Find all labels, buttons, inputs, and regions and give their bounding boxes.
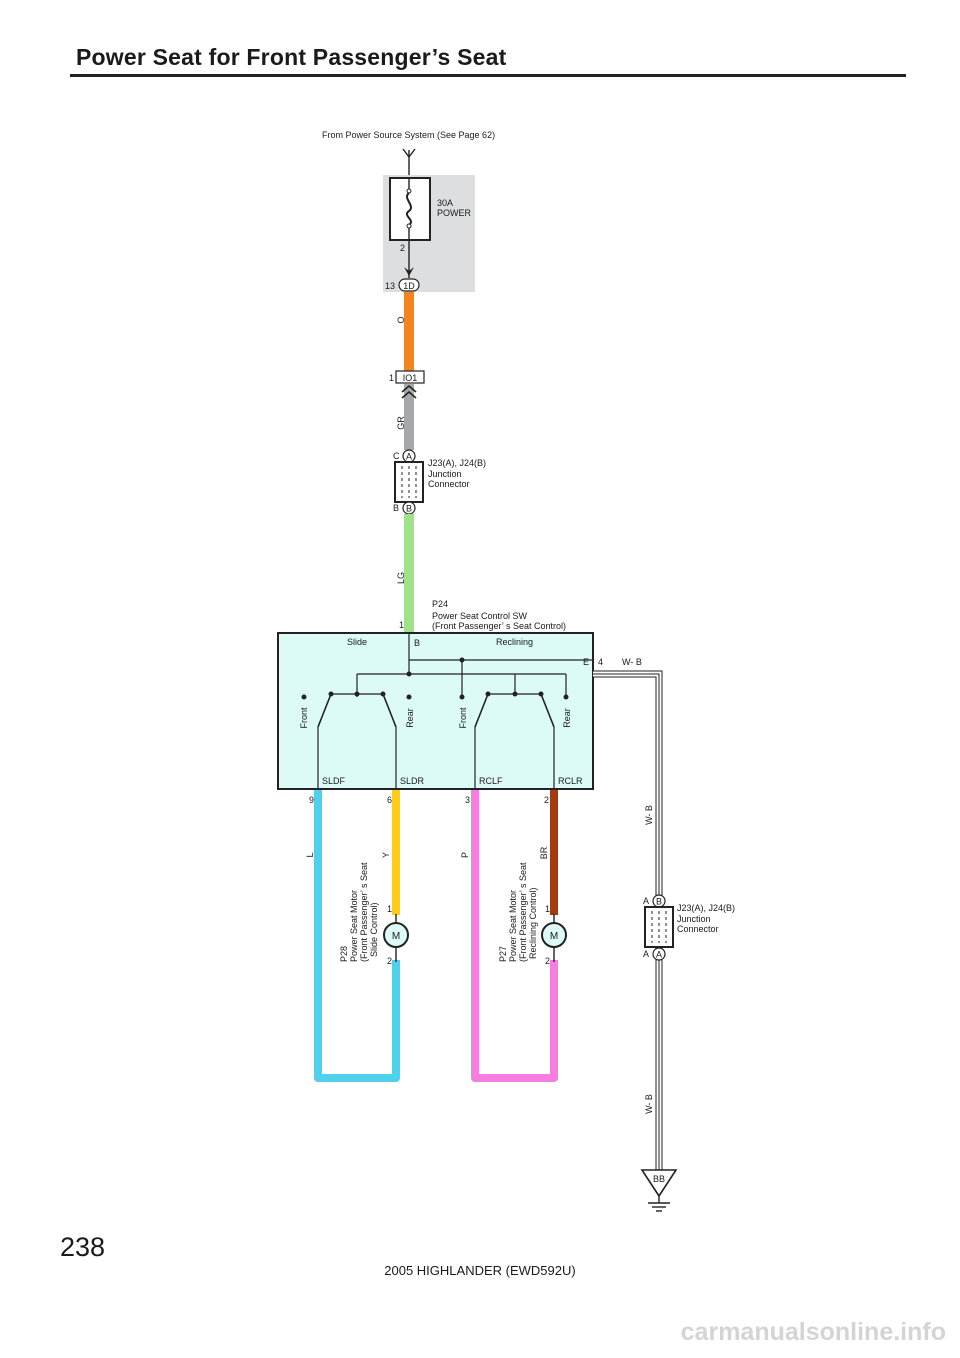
motor-recline-desc1: (Front Passenger’ s Seat <box>518 862 528 962</box>
junction-top-out-letter: B <box>406 504 412 514</box>
wire-pink <box>471 790 558 1082</box>
page-number: 238 <box>60 1232 106 1262</box>
ground-name: BB <box>653 1174 665 1184</box>
terminal-pin-6: 6 <box>387 795 392 805</box>
junction-ground-ref: J23(A), J24(B) <box>677 903 735 913</box>
junction-top-in-letter: A <box>406 452 412 462</box>
switch-slide-front-label: Front <box>299 707 309 729</box>
switch-name: Power Seat Control SW <box>432 611 528 621</box>
wire-blue <box>314 790 400 1082</box>
ground-wire-label-top: W- B <box>622 657 642 667</box>
motor-recline-pin2: 2 <box>545 956 550 966</box>
motor-slide-name: Power Seat Motor <box>349 890 359 962</box>
motor-recline-name: Power Seat Motor <box>508 890 518 962</box>
terminal-pin-3: 3 <box>465 795 470 805</box>
motor-slide-symbol: M <box>392 931 400 942</box>
junction-top-line1: Junction <box>428 469 462 479</box>
junction-top-out-pin: B <box>393 503 399 513</box>
connector-1d-label: 1D <box>403 281 415 291</box>
terminal-pin-2: 2 <box>544 795 549 805</box>
wire-pink-label: P <box>460 852 470 858</box>
ground-symbol-icon <box>648 1196 670 1212</box>
switch-pin-b-num: 1 <box>399 620 404 630</box>
junction-ground-out-marker <box>652 947 666 961</box>
switch-recline-rear-label: Rear <box>562 708 572 728</box>
fuse-rating: 30A <box>437 198 453 208</box>
junction-ground-in-pin: A <box>643 896 649 906</box>
motor-slide-pin2: 2 <box>387 956 392 966</box>
motor-recline-pin1: 1 <box>545 904 550 914</box>
title-rule <box>70 74 906 77</box>
switch-id: P24 <box>432 599 448 609</box>
ground-wire-label-bottom: W- B <box>644 1094 654 1114</box>
switch-recline-front-label: Front <box>458 707 468 729</box>
connector-1d-pin: 13 <box>385 281 395 291</box>
junction-ground-out-letter: A <box>656 950 662 960</box>
switch-desc: (Front Passenger’ s Seat Control) <box>432 621 566 631</box>
fuse-pin: 2 <box>400 243 405 253</box>
switch-pin-e-num: 4 <box>598 657 603 667</box>
motor-recline-icon <box>541 922 567 948</box>
junction-top-in-pin: C <box>393 451 400 461</box>
junction-top-pins <box>401 466 417 498</box>
motor-slide-desc2: Slide Control) <box>369 902 379 957</box>
motor-recline-desc2: Reclining Control) <box>528 887 538 959</box>
footer-text: 2005 HIGHLANDER (EWD592U) <box>384 1263 576 1278</box>
junction-ground-in-letter: B <box>656 897 662 907</box>
junction-ground-pins <box>651 911 667 943</box>
switch-blades <box>317 693 555 728</box>
ground-triangle-icon <box>640 1169 678 1198</box>
motor-recline-symbol: M <box>550 931 558 942</box>
connector-io1-pin: 1 <box>389 373 394 383</box>
wire-yellow-label: Y <box>381 852 391 858</box>
switch-body <box>277 632 594 790</box>
connector-io1 <box>395 370 425 384</box>
motor-slide-id: P28 <box>339 946 349 962</box>
terminal-rclr: RCLR <box>558 776 583 786</box>
wire-blue-label: L <box>305 852 315 857</box>
switch-slide-rear-label: Rear <box>405 708 415 728</box>
fuse-icon <box>406 178 412 240</box>
junction-ground-out-pin: A <box>643 949 649 959</box>
junction-ground-line2: Connector <box>677 924 719 934</box>
motor-slide-pin1: 1 <box>387 904 392 914</box>
wire-white-black <box>593 670 663 1170</box>
watermark: carmanualsonline.info <box>680 1318 946 1346</box>
switch-reclining-label: Reclining <box>496 637 533 647</box>
switch-terminal-lines <box>317 727 555 789</box>
terminal-pin-9: 9 <box>309 795 314 805</box>
motor-recline-id: P27 <box>498 946 508 962</box>
junction-ground-line1: Junction <box>677 914 711 924</box>
motor-slide-icon <box>383 922 409 948</box>
wire-brown-label: BR <box>539 846 549 859</box>
wire-gray-label: GR <box>396 416 406 430</box>
connector-io1-label: IO1 <box>403 373 418 383</box>
chevron-up-icon <box>401 384 417 399</box>
wire-light-green-label: LG <box>396 572 406 584</box>
switch-pin-b: B <box>414 638 420 648</box>
terminal-sldf: SLDF <box>322 776 346 786</box>
page-title: Power Seat for Front Passenger’s Seat <box>76 44 507 70</box>
connector-1d <box>398 278 420 292</box>
source-label: From Power Source System (See Page 62) <box>322 130 495 140</box>
terminal-sldr: SLDR <box>400 776 425 786</box>
switch-pin-e: E <box>583 657 589 667</box>
fuse-connector-arrow-icon <box>404 267 414 276</box>
switch-contacts <box>301 657 569 700</box>
wire-orange-label: O <box>396 316 406 323</box>
terminal-rclf: RCLF <box>479 776 503 786</box>
junction-top-ref: J23(A), J24(B) <box>428 458 486 468</box>
fuse-name: POWER <box>437 208 472 218</box>
ground-wire-label-mid: W- B <box>644 805 654 825</box>
switch-slide-label: Slide <box>347 637 367 647</box>
motor-slide-desc1: (Front Passenger’ s Seat <box>359 862 369 962</box>
junction-top-line2: Connector <box>428 479 470 489</box>
